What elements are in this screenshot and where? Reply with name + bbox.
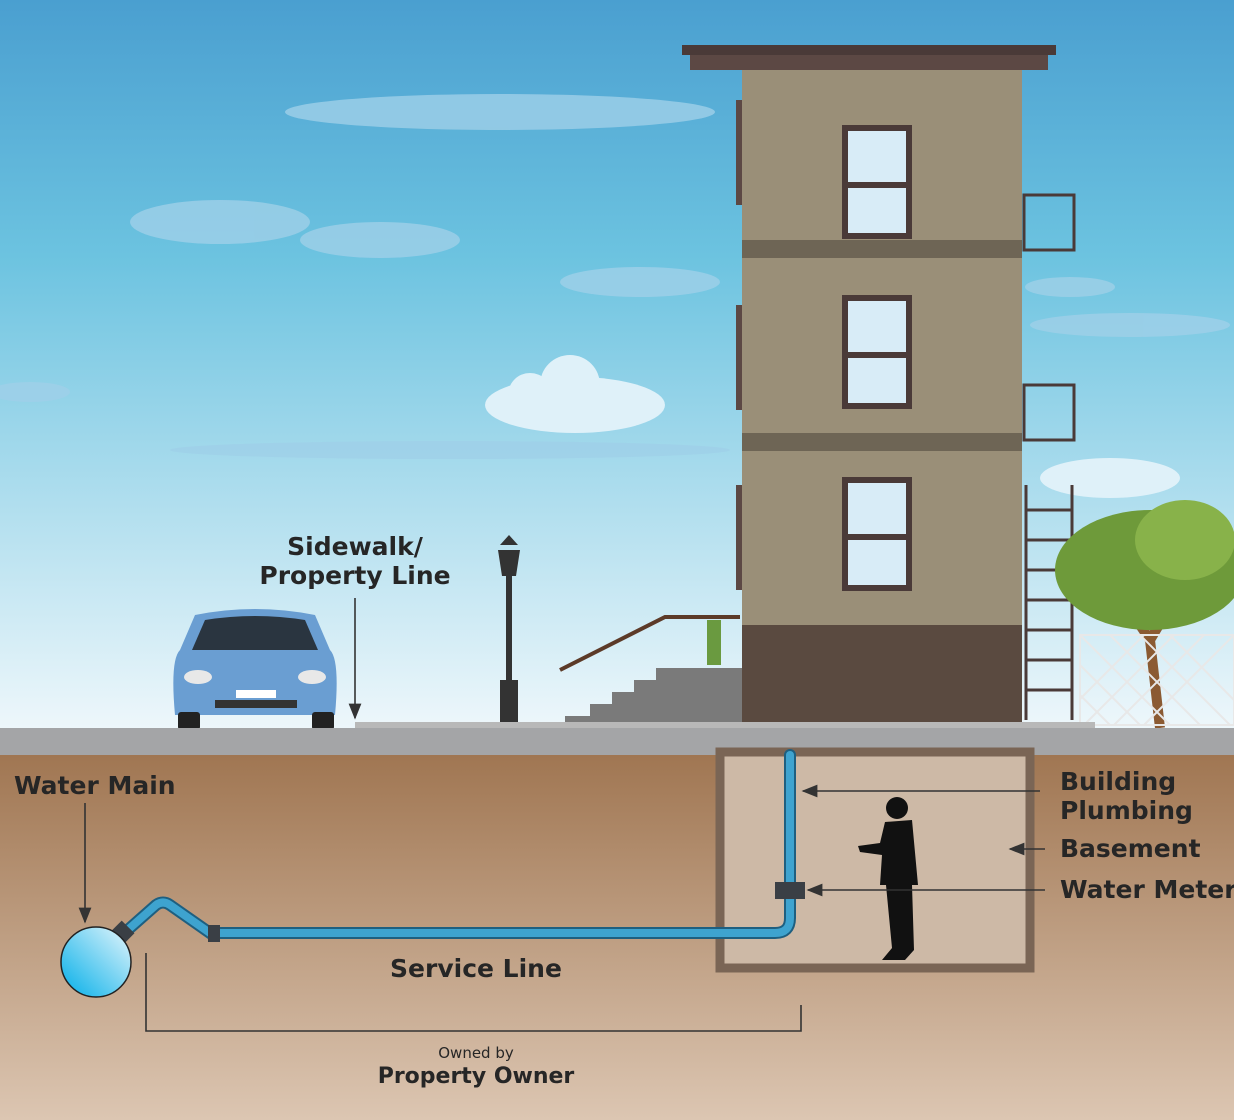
clouds: [0, 94, 1230, 459]
sidewalk-label-line2: Property Line: [259, 561, 451, 590]
cloud-white: [485, 355, 1180, 498]
property-owner-label: Property Owner: [377, 1064, 575, 1089]
windows: [842, 125, 912, 591]
fence: [1079, 634, 1234, 726]
stairs: [559, 615, 742, 728]
sidewalk-label-line1: Sidewalk/: [287, 532, 423, 561]
water-meter-device: [775, 882, 805, 899]
sidewalk: [355, 722, 1095, 730]
water-main-label: Water Main: [14, 771, 176, 800]
water-meter-label: Water Meter: [1060, 875, 1234, 904]
street: [0, 728, 1234, 756]
service-line-label: Service Line: [390, 954, 562, 983]
car: [173, 609, 337, 730]
building-plumbing-line2: Plumbing: [1060, 796, 1193, 825]
street-lamp: [498, 535, 520, 725]
building-plumbing-line1: Building: [1060, 767, 1177, 796]
owned-by-label: Owned by: [438, 1044, 514, 1062]
pipe-coupling: [208, 925, 220, 942]
sidewalk-property-line-label: Sidewalk/ Property Line: [255, 532, 455, 590]
building-plumbing-label: Building Plumbing: [1060, 767, 1193, 825]
water-main-pipe: [60, 926, 132, 998]
basement-label: Basement: [1060, 834, 1201, 863]
callout-lines: [78, 598, 1045, 1032]
tree: [1055, 500, 1234, 729]
